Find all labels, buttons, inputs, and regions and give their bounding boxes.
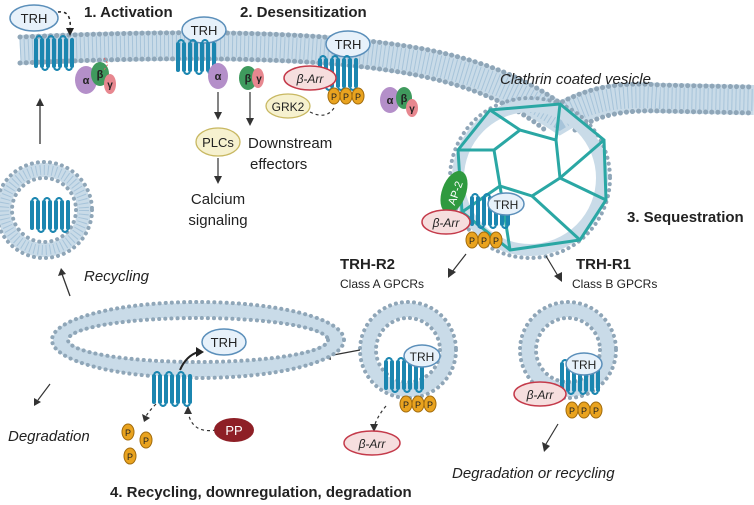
svg-text:β: β [245,73,252,85]
svg-text:β-Arr: β-Arr [296,72,325,86]
trhr2-title: TRH-R2 [340,256,395,273]
svg-text:β-Arr: β-Arr [526,388,555,402]
svg-text:P: P [331,92,337,102]
trhr1-title: TRH-R1 [576,256,631,273]
free-phosphates: P P P [121,423,153,465]
svg-text:TRH: TRH [572,358,597,372]
svg-text:P: P [569,406,575,416]
svg-text:α: α [387,95,394,107]
svg-text:PP: PP [225,423,242,438]
svg-text:GRK2: GRK2 [272,100,305,114]
svg-text:P: P [127,452,133,462]
svg-text:P: P [427,400,433,410]
trhr2-class: Class A GPCRs [340,277,424,291]
endosome-trhr1: TRH β-Arr P P P [513,300,618,419]
downstream-line2: effectors [250,156,307,173]
svg-text:P: P [469,236,475,246]
activation-panel: TRH 1. Activation α β γ [9,4,173,94]
svg-text:TRH: TRH [211,335,238,350]
svg-text:γ: γ [409,104,415,115]
svg-text:PLCs: PLCs [202,135,234,150]
degradation-label: Degradation [8,428,90,445]
receptor-endosome [151,371,193,407]
endosome-trhr2: TRH P P P [358,300,458,413]
plcs-blob [195,127,241,157]
calcium-line1: Calcium [191,191,245,208]
svg-text:α: α [83,75,90,87]
clathrin-label: Clathrin coated vesicle [500,71,651,88]
svg-text:TRH: TRH [494,198,519,212]
trh-label-1: TRH [21,11,48,26]
svg-text:P: P [481,236,487,246]
desensitization-panel: 2. Desensitization TRH α β γ PLCs Calciu… [175,4,418,229]
trh-ligand-1 [9,4,59,32]
svg-text:P: P [125,428,131,438]
trh-ligand-2 [181,16,227,44]
receptor-recycled [29,197,71,233]
calcium-line2: signaling [188,212,247,229]
large-endosome [50,300,346,407]
trh-released [201,328,247,356]
svg-text:P: P [143,436,149,446]
svg-text:P: P [343,92,349,102]
svg-text:P: P [355,92,361,102]
recycled-vesicle [0,160,94,260]
svg-text:β: β [97,69,104,81]
svg-text:TRH: TRH [410,350,435,364]
phosphates-desens: P P P [327,87,365,105]
svg-text:TRH: TRH [191,23,218,38]
svg-text:β-Arr: β-Arr [358,437,387,451]
deg-or-rec-label: Degradation or recycling [452,465,615,482]
grk2-blob [265,93,311,119]
svg-text:β-Arr: β-Arr [432,216,461,230]
trhr1-class: Class B GPCRs [572,277,657,291]
step-sequestration: 3. Sequestration [627,209,744,226]
step-desensitization: 2. Desensitization [240,4,367,21]
clathrin-vesicle: AP-2 TRH β-Arr P P P [421,96,612,260]
barr-clathrin [421,209,471,235]
receptor-1 [33,35,75,71]
svg-text:P: P [493,236,499,246]
svg-text:γ: γ [107,80,113,91]
step-activation: 1. Activation [84,4,173,21]
svg-text:α: α [215,71,222,83]
barr-desens [283,65,337,91]
svg-text:P: P [593,406,599,416]
ap2-adaptor [440,170,468,214]
svg-text:γ: γ [256,74,262,85]
svg-text:P: P [403,400,409,410]
svg-text:TRH: TRH [335,37,362,52]
phosphatase-pp [214,418,254,442]
svg-text:P: P [581,406,587,416]
step-recycling: 4. Recycling, downregulation, degradatio… [110,484,412,501]
svg-text:P: P [415,400,421,410]
phosphates-clathrin: P P P [465,231,503,249]
recycling-label: Recycling [84,268,150,285]
barr-released [343,430,401,456]
downstream-line1: Downstream [248,135,332,152]
svg-text:β: β [401,93,408,105]
